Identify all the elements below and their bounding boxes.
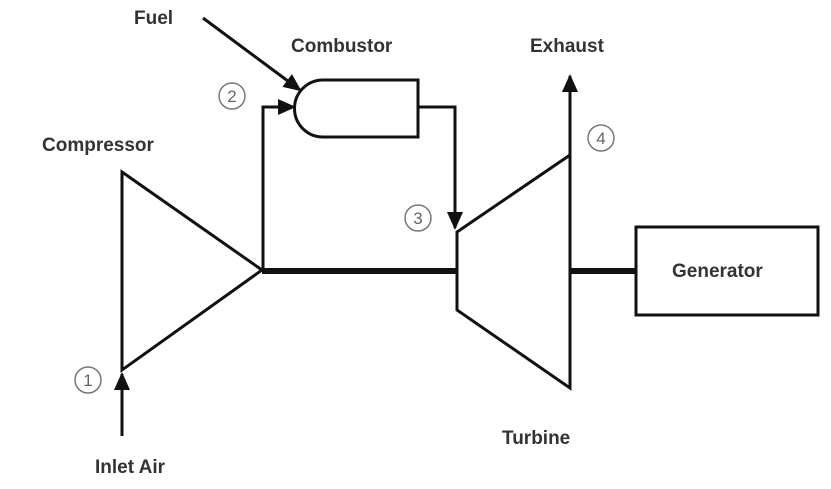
svg-text:4: 4 [596,129,605,148]
svg-text:1: 1 [83,371,92,390]
generator-label: Generator [672,261,763,282]
svg-text:3: 3 [413,209,422,228]
fuel-arrow [202,16,302,92]
compressed-air-line [261,99,296,270]
state-marker-2: 2 [218,82,246,110]
turbine-label: Turbine [502,428,570,449]
inlet-air-label: Inlet Air [95,457,166,478]
compressor-shape [120,169,265,373]
fuel-label: Fuel [134,8,173,29]
combustor-shape [293,78,420,139]
state-marker-1: 1 [74,366,102,394]
state-marker-3: 3 [404,204,432,232]
generator-box [634,225,820,317]
hot-gas-line [418,105,463,230]
turbine-shape [455,152,572,391]
exhaust-label: Exhaust [530,36,605,57]
combustor-label: Combustor [291,36,393,57]
compressor-label: Compressor [42,135,155,156]
svg-text:2: 2 [227,87,236,106]
state-marker-4: 4 [587,124,615,152]
